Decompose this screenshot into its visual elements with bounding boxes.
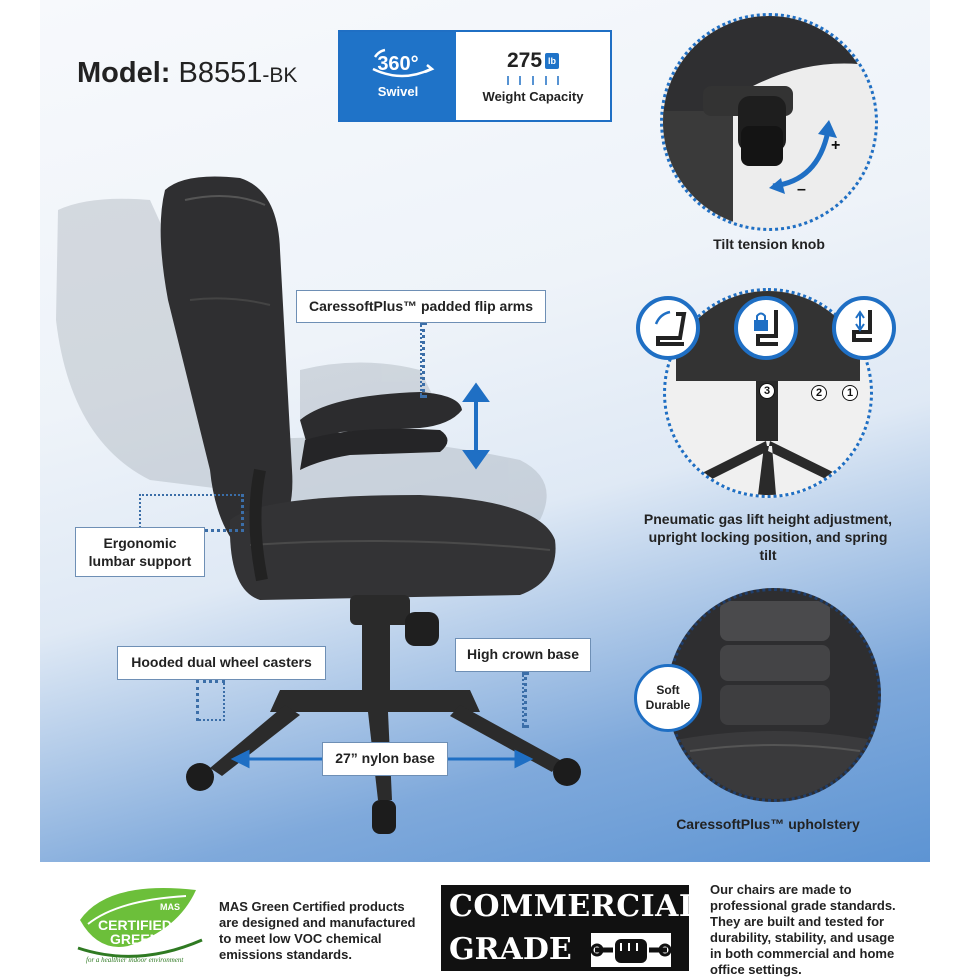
commercial-text: COMMERCIAL bbox=[449, 889, 689, 924]
badge-durable: Durable bbox=[645, 698, 691, 712]
chairs-line: They are built and tested for bbox=[710, 914, 885, 929]
gas-cylinder bbox=[362, 620, 390, 700]
mas-line: emissions standards. bbox=[219, 947, 352, 962]
caption-gas-lift: Pneumatic gas lift height adjustment, up… bbox=[626, 510, 910, 564]
height-adjust-icon bbox=[852, 310, 872, 342]
caption-upholstery: CaressoftPlus™ upholstery bbox=[676, 816, 860, 832]
callout-casters: Hooded dual wheel casters bbox=[117, 646, 326, 680]
weight-unit: lb bbox=[545, 52, 560, 69]
caption-tilt-knob: Tilt tension knob bbox=[713, 236, 825, 252]
gas-lift-line2: upright locking position, and spring bbox=[648, 529, 888, 545]
chair-seat bbox=[229, 495, 556, 600]
marker-1: 1 bbox=[842, 385, 858, 401]
mas-line: MAS Green Certified products bbox=[219, 899, 405, 914]
marker-3: 3 bbox=[759, 383, 775, 399]
chairs-line: professional grade standards. bbox=[710, 898, 896, 913]
cg-tagline: for a healthier indoor environment bbox=[86, 956, 184, 964]
scale-ticks-icon bbox=[507, 75, 559, 85]
lumbar-line2: lumbar support bbox=[88, 553, 192, 569]
lumbar-line1: Ergonomic bbox=[103, 535, 177, 551]
leader-flip-arms bbox=[420, 322, 425, 398]
ghost-chair-reclined bbox=[56, 198, 547, 520]
commercial-grade-description: Our chairs are made to professional grad… bbox=[710, 882, 896, 978]
spec-box: 360° Swivel 275 lb Weight Capacity bbox=[338, 30, 612, 122]
swivel-label: Swivel bbox=[377, 84, 419, 99]
tilt-knob-image: + – bbox=[663, 16, 875, 228]
mini-icon-lock bbox=[734, 296, 798, 360]
recline-icon bbox=[654, 310, 687, 346]
lock-icon bbox=[754, 310, 778, 346]
chair-armrest bbox=[300, 392, 462, 455]
swivel-value: 360° bbox=[377, 53, 419, 75]
callout-nylon-base: 27” nylon base bbox=[322, 742, 448, 776]
soft-durable-badge: Soft Durable bbox=[634, 664, 702, 732]
casters bbox=[186, 758, 581, 834]
height-arrow bbox=[462, 382, 490, 470]
weight-value: 275 bbox=[506, 48, 543, 72]
chairs-line: office settings. bbox=[710, 962, 802, 977]
weight-spec: 275 lb Weight Capacity bbox=[456, 32, 610, 120]
chairs-line: durability, stability, and usage bbox=[710, 930, 895, 945]
upholstery-image bbox=[670, 601, 878, 799]
swivel-spec: 360° Swivel bbox=[340, 32, 456, 120]
weight-label: Weight Capacity bbox=[482, 88, 584, 104]
office-chair-illustration bbox=[56, 176, 581, 834]
grade-text: GRADE bbox=[449, 932, 572, 967]
mini-icon-recline bbox=[636, 296, 700, 360]
cg-certified-text: CERTIFIED bbox=[98, 917, 172, 933]
mini-icon-height bbox=[832, 296, 896, 360]
mas-line: are designed and manufactured bbox=[219, 915, 416, 930]
mas-green-description: MAS Green Certified products are designe… bbox=[219, 899, 416, 963]
leader-crown bbox=[522, 672, 527, 728]
base-width-arrow bbox=[230, 749, 534, 769]
fist-wrench-icon bbox=[591, 933, 671, 967]
mas-line: to meet low VOC chemical bbox=[219, 931, 382, 946]
callout-crown-base: High crown base bbox=[455, 638, 591, 672]
commercial-grade-badge: COMMERCIAL GRADE bbox=[441, 885, 689, 971]
chairs-line: in both commercial and home bbox=[710, 946, 895, 961]
chair-backrest bbox=[160, 176, 293, 548]
tilt-knob-detail-circle: + – bbox=[660, 13, 878, 231]
mas-certified-green-logo: MAS CERTIFIED GREEN for a healthier indo… bbox=[77, 888, 203, 964]
cg-green-text: GREEN bbox=[110, 931, 160, 947]
chairs-line: Our chairs are made to bbox=[710, 882, 852, 897]
gas-lift-line3: tilt bbox=[759, 547, 777, 563]
rotate-arrows-icon bbox=[372, 48, 435, 78]
gas-lift-line1: Pneumatic gas lift height adjustment, bbox=[643, 511, 893, 527]
tilt-minus: – bbox=[797, 181, 806, 198]
leader-casters bbox=[196, 680, 225, 721]
callout-lumbar-support: Ergonomic lumbar support bbox=[75, 527, 205, 577]
badge-soft: Soft bbox=[656, 683, 680, 697]
model-heading: Model: B8551-BK bbox=[77, 57, 298, 89]
marker-2: 2 bbox=[811, 385, 827, 401]
tilt-plus: + bbox=[831, 137, 840, 154]
callout-flip-arms: CaressoftPlus™ padded flip arms bbox=[296, 290, 546, 323]
cg-mas-text: MAS bbox=[160, 902, 180, 912]
